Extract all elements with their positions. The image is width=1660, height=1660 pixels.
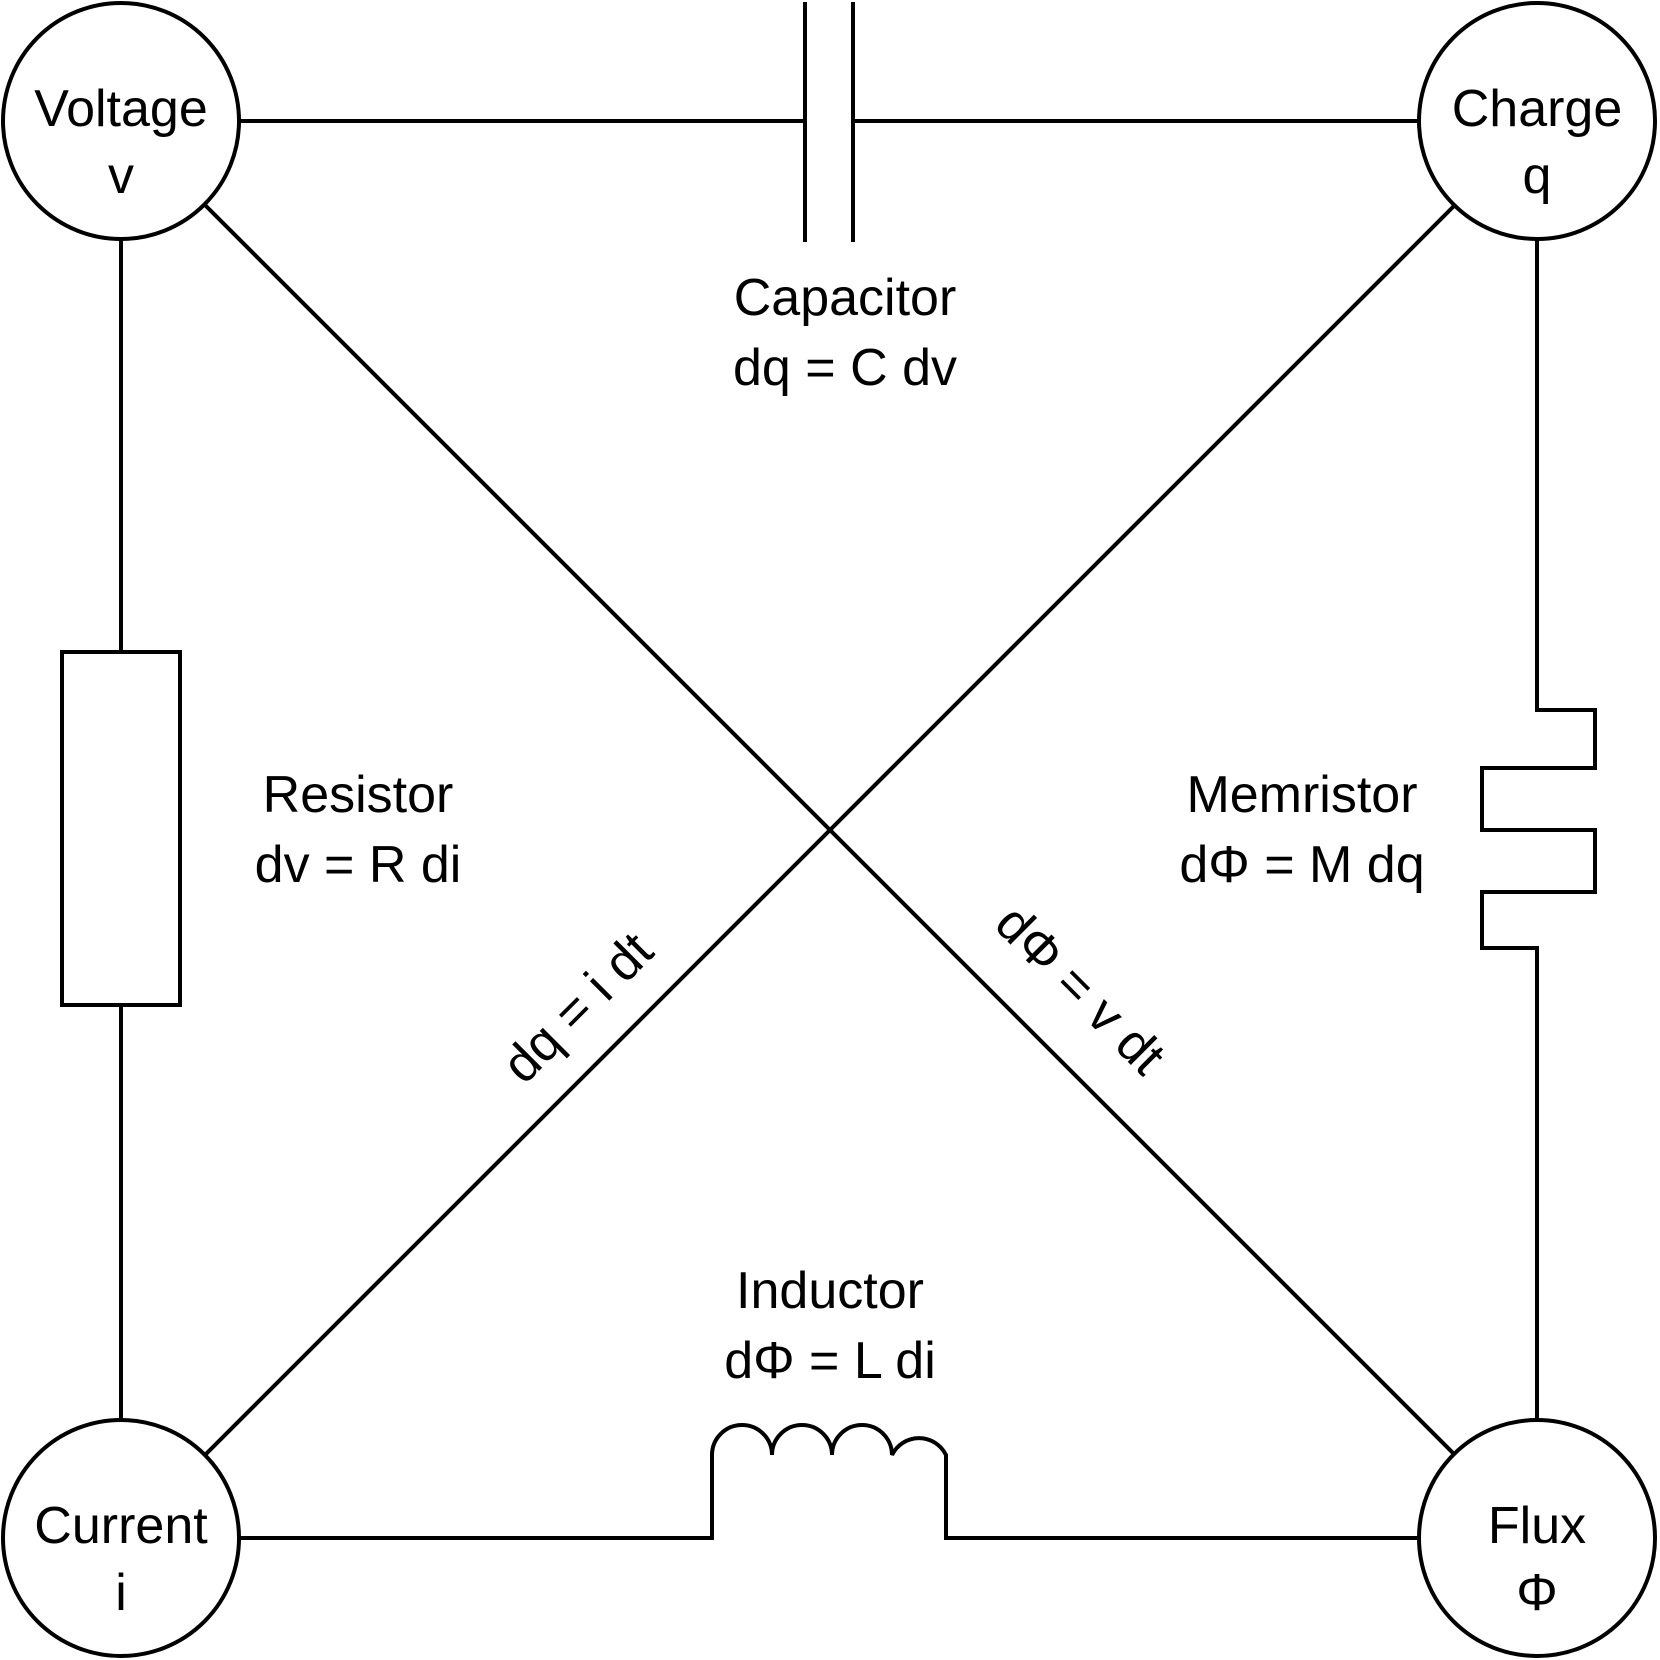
inductor-symbol [238, 1423, 1422, 1540]
inductor-name: Inductor [736, 1262, 924, 1320]
node-voltage: Voltage v [1, 1, 241, 241]
memristor-label: Memristor dΦ = M dq [1179, 766, 1424, 894]
capacitor-label: Capacitor dq = C dv [733, 269, 957, 397]
node-current: Current i [1, 1418, 241, 1658]
node-voltage-symbol: v [108, 147, 134, 205]
node-flux: Flux Φ [1417, 1418, 1657, 1658]
diagonal-charge-current-label: dq = i dt [492, 921, 665, 1094]
capacitor-relation: dq = C dv [733, 339, 957, 397]
memristor-relation: dΦ = M dq [1179, 836, 1424, 894]
resistor-symbol [60, 238, 182, 1422]
memristor-name: Memristor [1186, 766, 1417, 824]
node-voltage-name: Voltage [34, 80, 208, 138]
resistor-relation: dv = R di [255, 836, 462, 894]
capacitor-symbol [238, 2, 1422, 242]
resistor-label: Resistor dv = R di [255, 766, 462, 894]
capacitor-name: Capacitor [734, 269, 957, 327]
node-charge-symbol: q [1523, 147, 1552, 205]
node-flux-symbol: Φ [1516, 1564, 1558, 1622]
resistor-name: Resistor [263, 766, 454, 824]
diagonal-charge-current [202, 202, 1458, 1458]
node-charge: Charge q [1417, 1, 1657, 241]
node-flux-name: Flux [1488, 1497, 1586, 1555]
node-current-name: Current [34, 1497, 208, 1555]
inductor-label: Inductor dΦ = L di [724, 1262, 936, 1390]
memristor-symbol [1480, 238, 1597, 1422]
node-charge-name: Charge [1452, 80, 1623, 138]
diagonal-flux-voltage-label: dΦ = v dt [984, 894, 1176, 1086]
node-current-symbol: i [115, 1564, 127, 1622]
inductor-relation: dΦ = L di [724, 1332, 936, 1390]
